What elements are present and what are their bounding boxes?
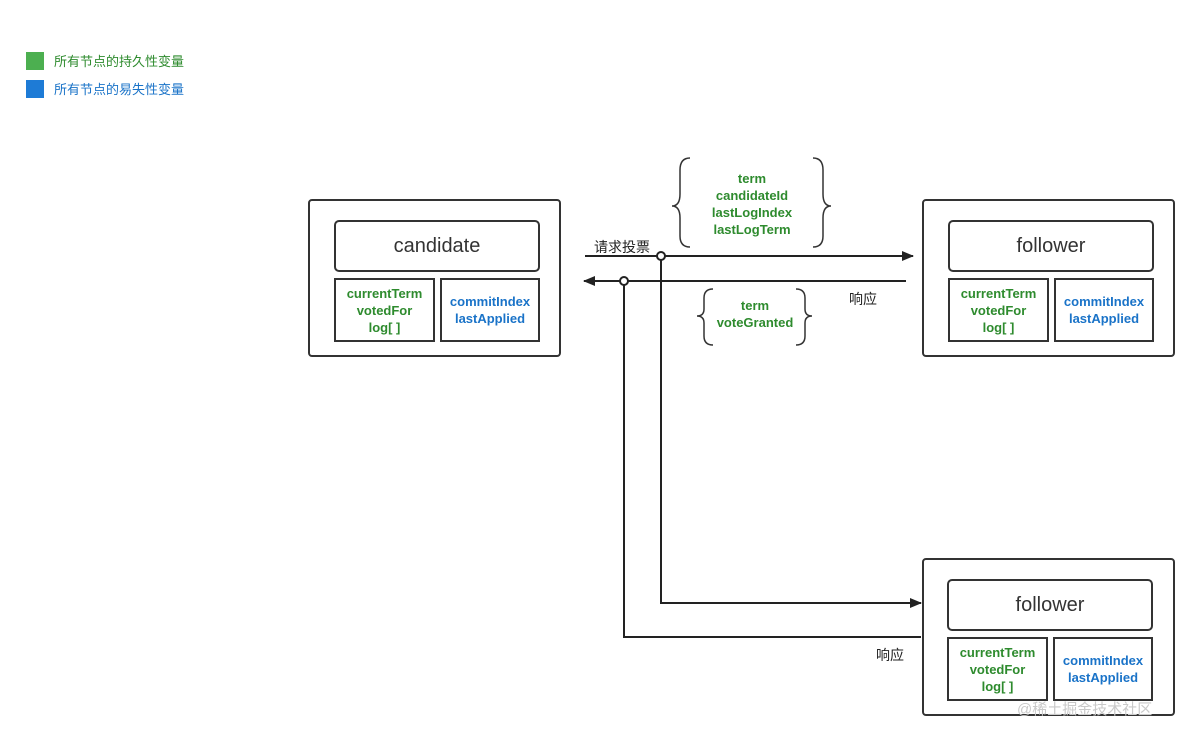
legend-label-persistent: 所有节点的持久性变量 — [54, 54, 185, 69]
request-right-brace — [812, 157, 832, 248]
var-last-applied: lastApplied — [1067, 670, 1139, 685]
var-commit-index: commitIndex — [449, 294, 531, 309]
request-params: term candidateId lastLogIndex lastLogTer… — [690, 170, 814, 238]
request-param: term — [737, 171, 767, 186]
legend-volatile: 所有节点的易失性变量 — [26, 79, 184, 98]
var-voted-for: votedFor — [970, 302, 1027, 318]
response-params: term voteGranted — [710, 297, 800, 331]
request-branch-line — [660, 256, 922, 608]
var-log: log[ ] — [982, 319, 1015, 335]
follower-2-persistent-vars: currentTerm votedFor log[ ] — [947, 637, 1048, 701]
request-left-brace — [671, 157, 691, 248]
var-current-term: currentTerm — [959, 644, 1036, 660]
var-commit-index: commitIndex — [1062, 653, 1144, 668]
follower-node-2: follower currentTerm votedFor log[ ] com… — [922, 558, 1175, 716]
junction-request — [656, 251, 666, 261]
legend-persistent: 所有节点的持久性变量 — [26, 51, 184, 70]
legend-label-volatile: 所有节点的易失性变量 — [54, 82, 185, 97]
response-label-2: 响应 — [876, 647, 904, 663]
var-last-applied: lastApplied — [1068, 311, 1140, 326]
var-current-term: currentTerm — [346, 285, 423, 301]
request-param: lastLogTerm — [713, 222, 791, 237]
var-commit-index: commitIndex — [1063, 294, 1145, 309]
var-current-term: currentTerm — [960, 285, 1037, 301]
response-param: term — [740, 298, 770, 313]
response-branch-line — [623, 281, 921, 638]
candidate-title: candidate — [334, 220, 540, 272]
candidate-volatile-vars: commitIndex lastApplied — [440, 278, 540, 342]
legend-swatch-green — [26, 51, 44, 70]
legend-swatch-blue — [26, 79, 44, 98]
follower-1-persistent-vars: currentTerm votedFor log[ ] — [948, 278, 1049, 342]
var-voted-for: votedFor — [356, 302, 413, 318]
response-label: 响应 — [849, 291, 877, 307]
request-param: candidateId — [715, 188, 789, 203]
var-log: log[ ] — [368, 319, 401, 335]
var-log: log[ ] — [981, 678, 1014, 694]
request-param: lastLogIndex — [711, 205, 793, 220]
follower-node-1: follower currentTerm votedFor log[ ] com… — [922, 199, 1175, 357]
var-last-applied: lastApplied — [454, 311, 526, 326]
watermark: @稀土掘金技术社区 — [1017, 701, 1153, 718]
junction-response — [619, 276, 629, 286]
candidate-node: candidate currentTerm votedFor log[ ] co… — [308, 199, 561, 357]
response-param: voteGranted — [716, 315, 794, 330]
follower-1-title: follower — [948, 220, 1154, 272]
follower-2-volatile-vars: commitIndex lastApplied — [1053, 637, 1153, 701]
follower-2-title: follower — [947, 579, 1153, 631]
candidate-persistent-vars: currentTerm votedFor log[ ] — [334, 278, 435, 342]
response-left-brace — [696, 288, 714, 346]
request-vote-label: 请求投票 — [594, 239, 650, 255]
var-voted-for: votedFor — [969, 661, 1026, 677]
response-right-brace — [795, 288, 813, 346]
follower-1-volatile-vars: commitIndex lastApplied — [1054, 278, 1154, 342]
